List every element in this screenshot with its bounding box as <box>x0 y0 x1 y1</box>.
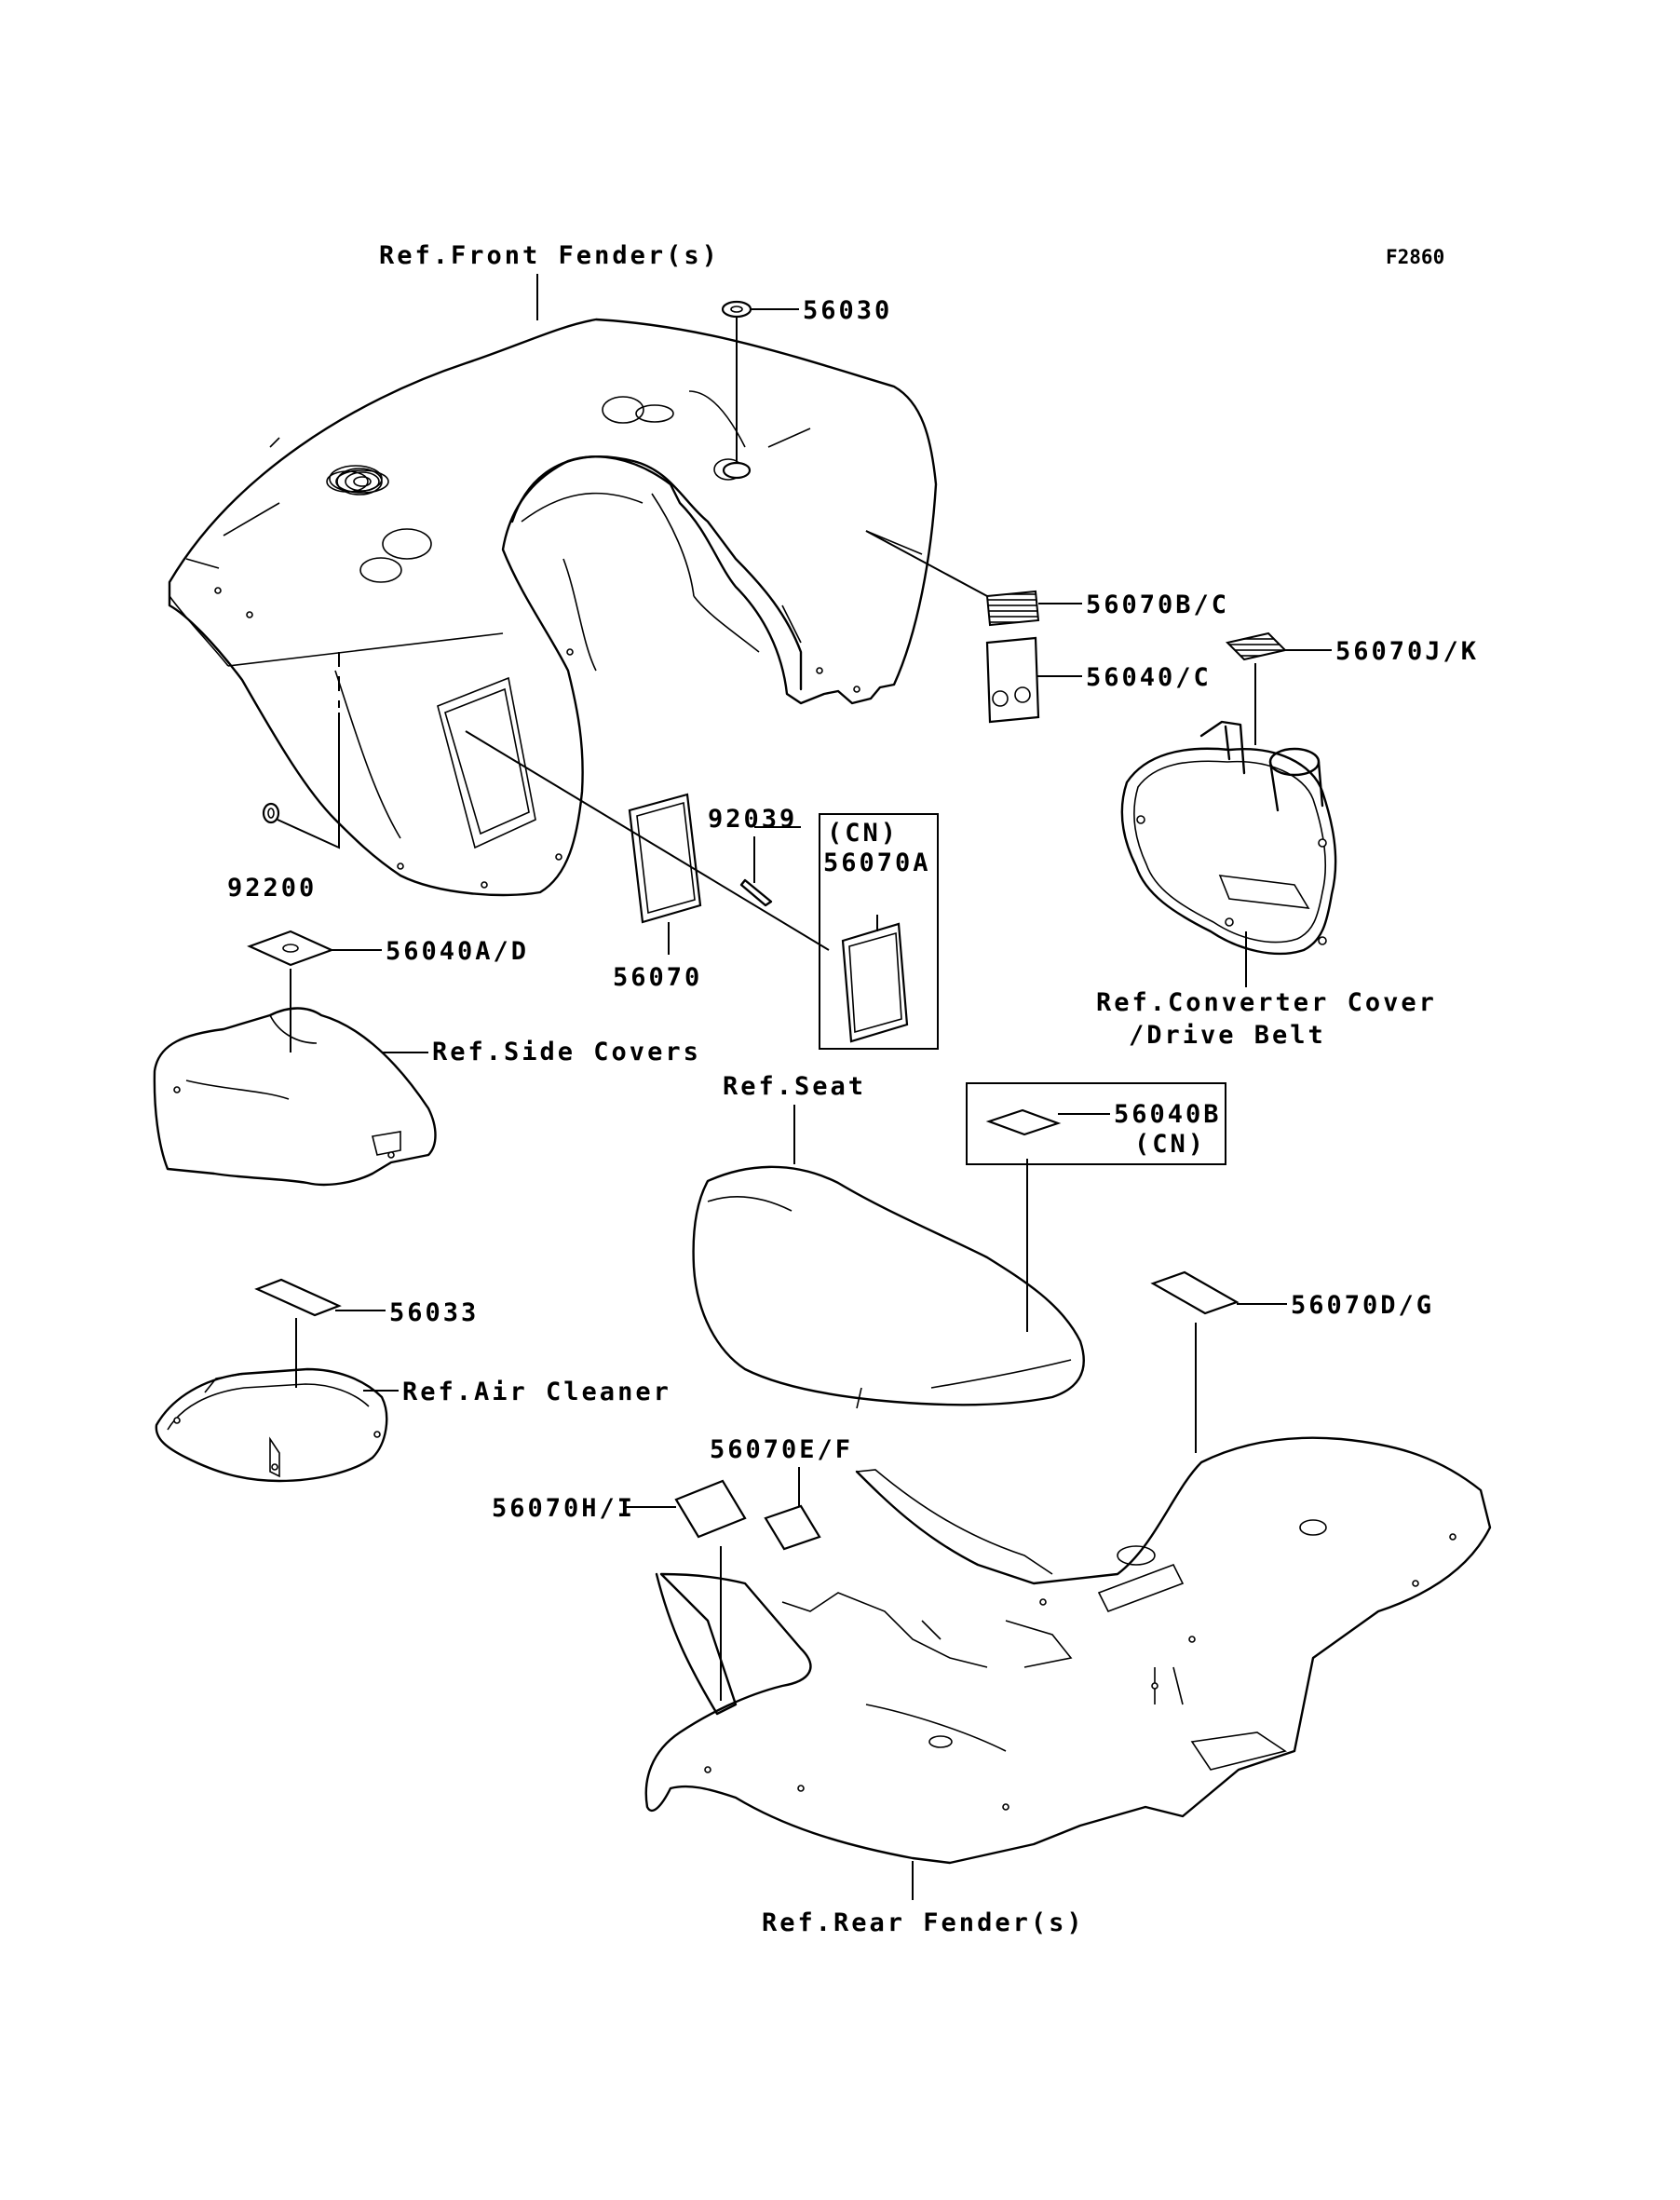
part-56033 <box>254 1278 386 1388</box>
label-56033: 56033 <box>389 1298 479 1327</box>
front-fender-drawing <box>168 318 938 897</box>
label-cn-1: (CN) <box>827 819 899 848</box>
label-56040b: 56040B <box>1114 1100 1222 1129</box>
part-56040ad <box>247 930 382 1052</box>
label-92200: 92200 <box>227 874 317 903</box>
rear-fender-drawing <box>644 1436 1492 1900</box>
label-air-cleaner: Ref.Air Cleaner <box>402 1378 671 1406</box>
label-converter-cover: Ref.Converter Cover <box>1096 988 1437 1017</box>
part-56070bc <box>865 530 1082 627</box>
cn-box-56070a <box>819 813 939 1050</box>
label-56070a: 56070A <box>823 849 931 877</box>
label-drive-belt: /Drive Belt <box>1129 1021 1326 1050</box>
part-56070dg <box>1150 1270 1287 1453</box>
converter-cover-drawing <box>1120 720 1337 987</box>
part-56070jk <box>1226 631 1332 745</box>
label-56070jk: 56070J/K <box>1335 637 1479 666</box>
figure-id: F2860 <box>1386 246 1444 268</box>
label-56040ad: 56040A/D <box>386 937 529 966</box>
label-92039: 92039 <box>708 805 797 834</box>
part-56070 <box>465 730 830 955</box>
label-seat: Ref.Seat <box>723 1072 866 1101</box>
part-92039 <box>739 826 801 907</box>
label-56070dg: 56070D/G <box>1291 1291 1434 1320</box>
part-92200 <box>262 652 340 849</box>
label-56070bc: 56070B/C <box>1086 591 1229 619</box>
label-56070hi: 56070H/I <box>492 1494 635 1523</box>
label-56040c: 56040/C <box>1086 663 1212 692</box>
label-cn-2: (CN) <box>1134 1130 1206 1159</box>
side-covers-drawing <box>153 1007 437 1187</box>
label-56030: 56030 <box>803 296 892 325</box>
part-56040c <box>985 636 1082 724</box>
seat-drawing <box>692 1105 1085 1409</box>
label-side-covers: Ref.Side Covers <box>432 1038 701 1066</box>
label-front-fender: Ref.Front Fender(s) <box>379 241 720 270</box>
part-56030 <box>721 300 799 480</box>
part-56070hi <box>626 1479 747 1701</box>
label-rear-fender: Ref.Rear Fender(s) <box>762 1908 1085 1937</box>
cn-box-56040b <box>966 1082 1226 1165</box>
label-56070ef: 56070E/F <box>710 1435 853 1464</box>
label-56070: 56070 <box>613 963 702 992</box>
air-cleaner-drawing <box>155 1367 399 1483</box>
part-56070ef <box>764 1467 821 1551</box>
